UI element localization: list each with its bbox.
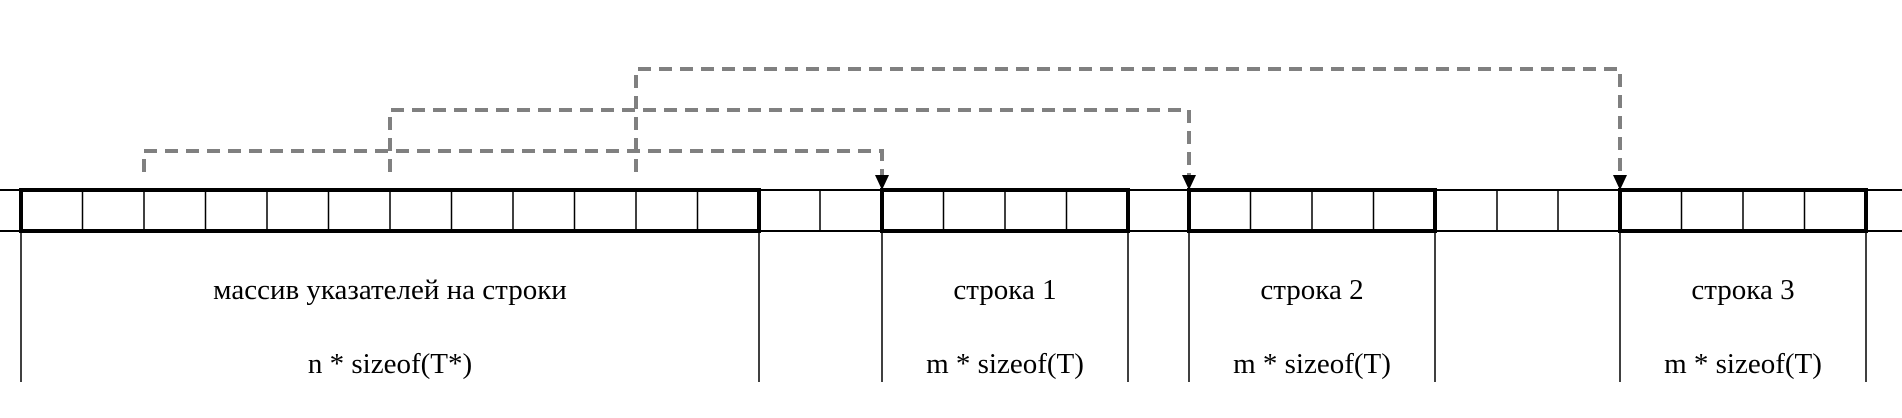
gap-cells	[20, 190, 1559, 231]
block-frame-row-1	[880, 188, 1130, 233]
block-labels: массив указателей на строки n * sizeof(T…	[213, 274, 1822, 380]
pointer-1-connector	[142, 149, 884, 183]
extent-lines	[20, 231, 1867, 382]
allocated-blocks	[19, 188, 1868, 233]
memory-strip	[0, 189, 1902, 232]
row-2-title: строка 2	[1260, 274, 1363, 306]
block-frame-row-2	[1187, 188, 1437, 233]
pointer-3-arrowhead	[1613, 175, 1627, 190]
pointer-1-arrowhead	[875, 175, 889, 190]
pointer-array-size: n * sizeof(T*)	[308, 348, 472, 380]
row-2-size: m * sizeof(T)	[1233, 348, 1391, 380]
pointer-2-connector	[388, 108, 1191, 183]
block-row-1	[880, 188, 1130, 233]
pointer-arrowheads	[875, 175, 1627, 190]
pointer-array-title: массив указателей на строки	[213, 274, 567, 306]
pointer-connectors	[142, 67, 1622, 183]
block-row-3	[1618, 188, 1868, 233]
row-1-size: m * sizeof(T)	[926, 348, 1084, 380]
block-row-2	[1187, 188, 1437, 233]
row-3-size: m * sizeof(T)	[1664, 348, 1822, 380]
block-frame-pointer-array	[19, 188, 761, 233]
row-1-title: строка 1	[953, 274, 1056, 306]
block-frame-row-3	[1618, 188, 1868, 233]
pointer-3-connector	[634, 67, 1622, 183]
row-3-title: строка 3	[1691, 274, 1794, 306]
block-pointer-array	[19, 188, 761, 233]
pointer-2-arrowhead	[1182, 175, 1196, 190]
